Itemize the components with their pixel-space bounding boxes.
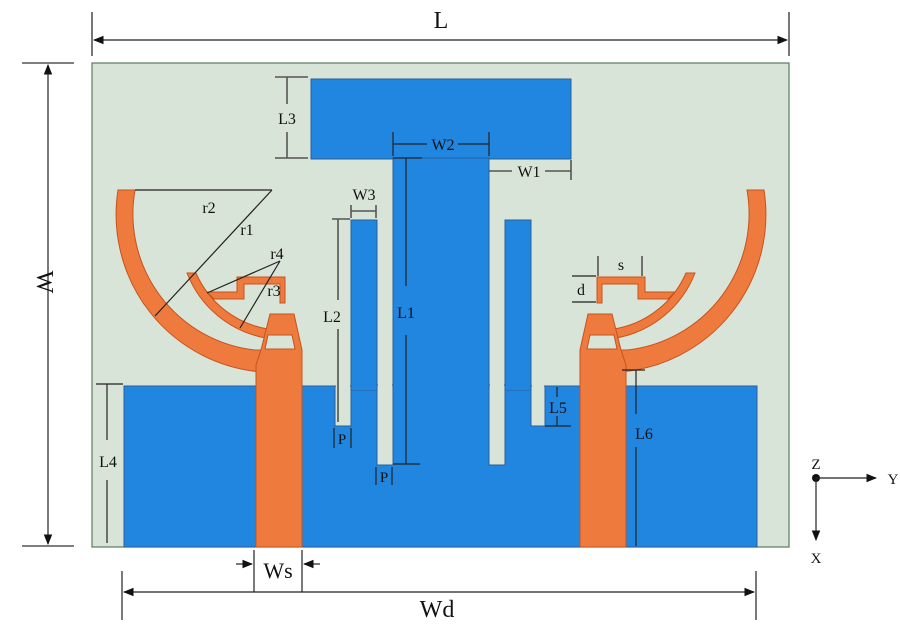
label-L: L — [434, 8, 449, 34]
dim-L5: L5 — [545, 387, 571, 427]
left-feed — [255, 313, 303, 548]
dim-W3: W3 — [350, 187, 377, 218]
dim-W2: W2 — [392, 132, 490, 156]
left-finger — [350, 219, 378, 391]
dim-W: W — [22, 62, 74, 547]
dim-P-right: P — [375, 467, 393, 486]
dim-Ws: Ws — [236, 550, 320, 592]
label-L5: L5 — [549, 400, 567, 417]
label-W: W — [31, 271, 57, 294]
axis-label-x: X — [811, 551, 822, 567]
dim-L4: L4 — [96, 383, 123, 543]
label-L6: L6 — [635, 426, 653, 443]
right-radiator — [579, 189, 767, 548]
right-feed — [579, 313, 627, 548]
right-meander — [596, 276, 677, 304]
radius-markers: r2 r1 r4 r3 — [135, 189, 284, 329]
dim-W1: W1 — [489, 160, 572, 181]
axis-label-y: Y — [888, 472, 899, 488]
t-stub-top — [310, 78, 572, 160]
left-meander — [205, 276, 286, 304]
dim-P-left: P — [333, 428, 352, 448]
dim-L3: L3 — [275, 76, 308, 159]
axis-label-z: Z — [811, 457, 820, 473]
label-r3: r3 — [267, 283, 280, 300]
slot-left-l1 — [376, 384, 394, 466]
label-s: s — [618, 257, 624, 274]
right-finger — [504, 219, 532, 391]
label-L4: L4 — [99, 454, 117, 471]
label-L2: L2 — [323, 309, 341, 326]
label-P-right: P — [380, 470, 388, 486]
slot-right-l1 — [488, 384, 506, 466]
label-Ws: Ws — [263, 558, 292, 583]
t-stub-stem — [392, 157, 490, 389]
label-Wd: Wd — [420, 597, 455, 623]
label-W1: W1 — [517, 164, 540, 181]
ground-plane — [123, 78, 758, 548]
label-W2: W2 — [431, 137, 454, 154]
slot-right-l5 — [530, 385, 546, 427]
label-r1: r1 — [240, 222, 253, 239]
label-L3: L3 — [278, 111, 296, 128]
dim-Wd: Wd — [121, 571, 757, 623]
ground-base — [123, 385, 758, 548]
dim-L1: L1 — [393, 157, 422, 465]
coordinate-axes: Z Y X — [811, 457, 899, 567]
dim-L: L — [91, 8, 790, 56]
label-L1: L1 — [397, 305, 415, 322]
dim-L6: L6 — [622, 369, 653, 546]
label-r2: r2 — [202, 200, 215, 217]
left-radiator — [115, 189, 303, 548]
dim-s-d: s d — [572, 256, 643, 303]
label-W3: W3 — [352, 187, 375, 204]
label-r4: r4 — [270, 246, 283, 263]
label-d: d — [577, 282, 585, 299]
dim-L2: L2 — [323, 218, 350, 422]
label-P-left: P — [338, 432, 346, 448]
